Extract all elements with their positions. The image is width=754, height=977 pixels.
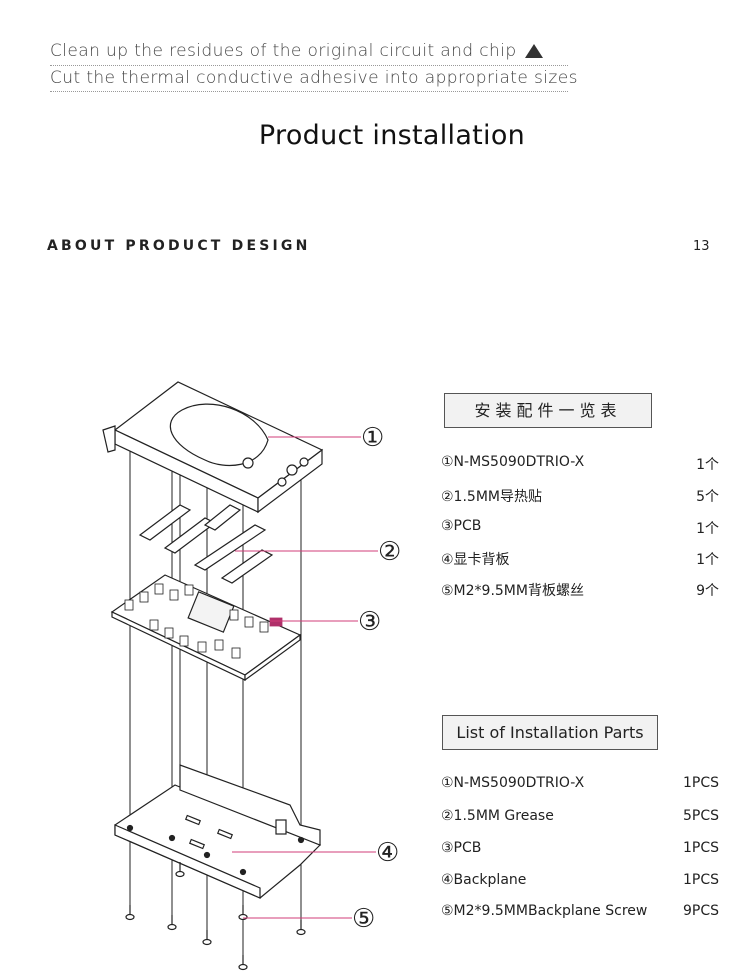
part-qty: 1个 <box>696 457 719 473</box>
parts-row-en: ③PCB 1PCS <box>441 840 721 856</box>
part-qty: 5PCS <box>682 808 719 824</box>
instruction-note-1: Clean up the residues of the original ci… <box>50 41 517 61</box>
thermal-pads-drawing <box>138 504 274 584</box>
parts-row-cn: ②1.5MM导热贴 5个 <box>441 486 721 506</box>
instruction-note-2: Cut the thermal conductive adhesive into… <box>50 68 578 88</box>
part-qty: 9PCS <box>682 903 719 919</box>
page-title: Product installation <box>258 120 526 151</box>
part-qty: 1PCS <box>682 872 719 888</box>
callout-leaders <box>232 436 378 919</box>
callout-4: ④ <box>376 838 399 868</box>
dotted-divider <box>50 91 568 92</box>
part-name: ⑤M2*9.5MMBackplane Screw <box>441 903 648 919</box>
part-qty: 1个 <box>696 552 719 568</box>
pcb-drawing <box>110 574 302 682</box>
part-name: ⑤M2*9.5MM背板螺丝 <box>441 583 584 599</box>
part-name: ③PCB <box>441 518 482 534</box>
parts-row-en: ④Backplane 1PCS <box>441 872 721 888</box>
part-qty: 5个 <box>696 489 719 505</box>
parts-row-cn: ③PCB 1个 <box>441 518 721 537</box>
triangle-up-icon <box>525 44 543 58</box>
dotted-divider <box>50 65 568 66</box>
part-qty: 1个 <box>696 521 719 537</box>
part-qty: 1PCS <box>682 775 719 791</box>
part-name: ②1.5MM导热贴 <box>441 489 542 505</box>
backplane-drawing <box>114 764 322 899</box>
part-name: ②1.5MM Grease <box>441 808 554 824</box>
part-qty: 9个 <box>696 583 719 599</box>
part-name: ④显卡背板 <box>441 552 510 568</box>
parts-row-cn: ⑤M2*9.5MM背板螺丝 9个 <box>441 580 721 600</box>
parts-row-en: ①N-MS5090DTRIO-X 1PCS <box>441 775 721 791</box>
parts-row-cn: ①N-MS5090DTRIO-X 1个 <box>441 454 721 473</box>
parts-row-en: ②1.5MM Grease 5PCS <box>441 808 721 824</box>
part-name: ③PCB <box>441 840 482 856</box>
callout-2: ② <box>378 537 401 567</box>
parts-list-heading-en: List of Installation Parts <box>442 715 658 750</box>
parts-list-heading-cn: 安装配件一览表 <box>444 393 652 428</box>
parts-row-en: ⑤M2*9.5MMBackplane Screw 9PCS <box>441 903 721 919</box>
cooler-plate-drawing <box>102 381 324 514</box>
callout-1: ① <box>361 423 384 453</box>
part-name: ①N-MS5090DTRIO-X <box>441 775 585 791</box>
part-qty: 1PCS <box>682 840 719 856</box>
part-name: ①N-MS5090DTRIO-X <box>441 454 585 470</box>
part-name: ④Backplane <box>441 872 527 888</box>
callout-3: ③ <box>358 607 381 637</box>
section-header: ABOUT PRODUCT DESIGN <box>47 238 311 254</box>
page-number: 13 <box>693 239 710 254</box>
callout-5: ⑤ <box>352 904 375 934</box>
parts-row-cn: ④显卡背板 1个 <box>441 549 721 569</box>
screws-drawing <box>125 862 306 971</box>
